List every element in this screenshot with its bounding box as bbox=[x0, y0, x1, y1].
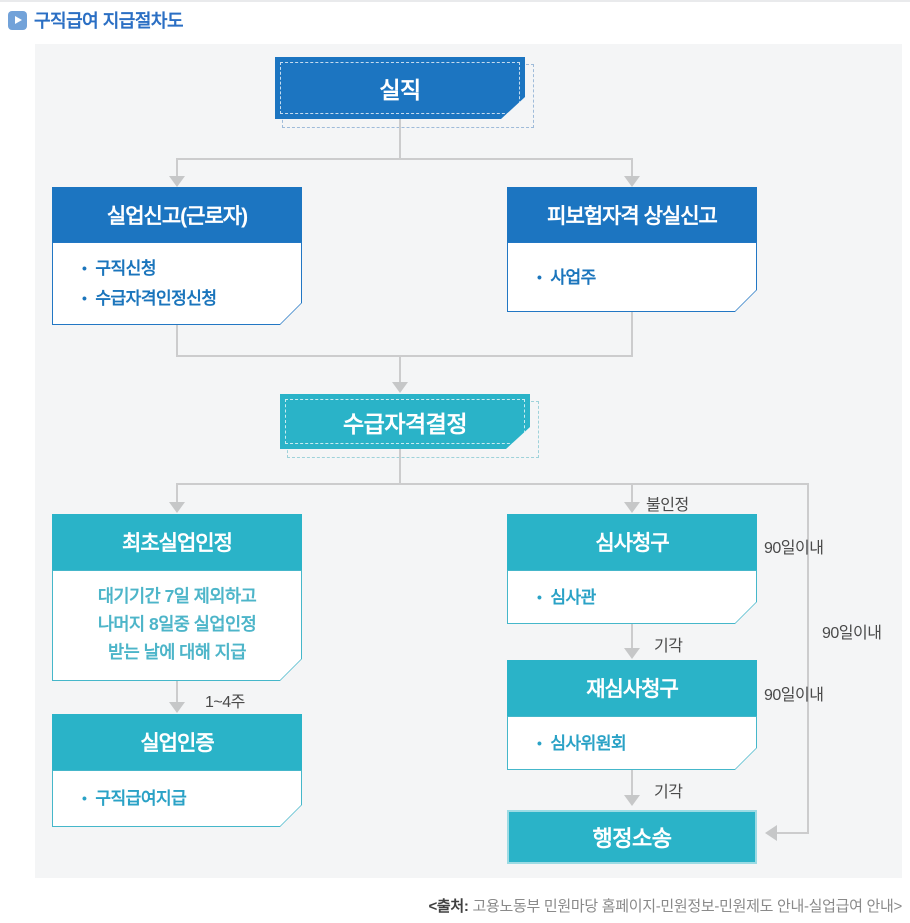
edge-label-gigak1: 기각 bbox=[654, 638, 683, 655]
sugup-inner-dash bbox=[285, 399, 525, 444]
node-jaesimsa: 재심사청구 심사위원회 bbox=[507, 660, 757, 770]
arrow-down-icon bbox=[624, 176, 640, 187]
node-haengjung-label: 행정소송 bbox=[592, 826, 672, 851]
arrow-down-icon bbox=[392, 382, 408, 393]
node-simsa-body: 심사관 bbox=[507, 570, 757, 624]
page-title: 구직급여 지급절차도 bbox=[34, 11, 184, 31]
play-badge-icon bbox=[8, 10, 27, 30]
list-item: 구직급여지급 bbox=[82, 785, 302, 812]
node-choicho-title: 최초실업인정 bbox=[52, 514, 302, 570]
list-item: 수급자격인정신청 bbox=[82, 285, 302, 312]
list-item: 구직신청 bbox=[82, 255, 302, 282]
node-sugup: 수급자격결정 bbox=[280, 394, 530, 449]
node-choicho: 최초실업인정 대기기간 7일 제외하고 나머지 8일중 실업인정 받는 날에 대… bbox=[52, 514, 302, 681]
connector-line bbox=[631, 158, 633, 178]
connector-line bbox=[807, 483, 809, 834]
node-pibohum-body: 사업주 bbox=[507, 242, 757, 312]
edge-label-ninety1: 90일이내 bbox=[764, 540, 824, 557]
node-silup-singo-title: 실업신고(근로자) bbox=[52, 187, 302, 242]
source-caption-prefix: <출처: bbox=[428, 898, 469, 915]
node-siljik-label: 실직 bbox=[379, 77, 421, 103]
edge-label-bulinjeong: 불인정 bbox=[646, 497, 689, 514]
arrow-left-icon bbox=[765, 825, 777, 841]
body-text-line: 대기기간 7일 제외하고 bbox=[97, 586, 257, 606]
list-item: 사업주 bbox=[537, 264, 757, 291]
edge-label-weeks: 1~4주 bbox=[205, 694, 245, 711]
connector-line bbox=[176, 483, 809, 485]
section-header: 구직급여 지급절차도 bbox=[8, 7, 184, 33]
arrow-down-icon bbox=[169, 176, 185, 187]
connector-line bbox=[399, 355, 401, 383]
connector-line bbox=[631, 483, 633, 503]
connector-line bbox=[399, 449, 401, 485]
arrow-down-icon bbox=[169, 702, 185, 713]
edge-label-gigak2: 기각 bbox=[654, 784, 683, 801]
node-jaesimsa-title: 재심사청구 bbox=[507, 660, 757, 716]
list-item: 심사관 bbox=[537, 584, 757, 611]
connector-line bbox=[631, 312, 633, 357]
arrow-down-icon bbox=[169, 502, 185, 513]
edge-label-ninety2: 90일이내 bbox=[822, 625, 882, 642]
connector-line bbox=[176, 355, 633, 357]
connector-line bbox=[631, 770, 633, 796]
node-choicho-body: 대기기간 7일 제외하고 나머지 8일중 실업인정 받는 날에 대해 지급 bbox=[52, 570, 302, 681]
node-pibohum-title: 피보험자격 상실신고 bbox=[507, 187, 757, 242]
node-jaesimsa-body: 심사위원회 bbox=[507, 716, 757, 770]
edge-label-ninety3: 90일이내 bbox=[764, 687, 824, 704]
arrow-down-icon bbox=[624, 795, 640, 806]
connector-line bbox=[176, 483, 178, 503]
node-silup-injeung-title: 실업인증 bbox=[52, 714, 302, 770]
node-haengjung: 행정소송 bbox=[507, 810, 757, 864]
node-simsa: 심사청구 심사관 bbox=[507, 514, 757, 624]
node-silup-injeung-body: 구직급여지급 bbox=[52, 770, 302, 827]
node-pibohum: 피보험자격 상실신고 사업주 bbox=[507, 187, 757, 312]
node-sugup-label: 수급자격결정 bbox=[343, 410, 467, 437]
connector-line bbox=[176, 325, 178, 357]
arrow-down-icon bbox=[624, 648, 640, 659]
node-simsa-title: 심사청구 bbox=[507, 514, 757, 570]
connector-line bbox=[176, 158, 633, 160]
arrow-down-icon bbox=[624, 502, 640, 513]
body-fill bbox=[53, 571, 301, 680]
node-silup-singo-body: 구직신청 수급자격인정신청 bbox=[52, 242, 302, 325]
list-item: 심사위원회 bbox=[537, 730, 757, 757]
connector-line bbox=[777, 832, 809, 834]
node-silup-singo: 실업신고(근로자) 구직신청 수급자격인정신청 bbox=[52, 187, 302, 325]
siljik-inner-dash bbox=[280, 62, 520, 114]
node-silup-injeung: 실업인증 구직급여지급 bbox=[52, 714, 302, 827]
connector-line bbox=[176, 158, 178, 178]
connector-line bbox=[631, 624, 633, 649]
body-text-line: 받는 날에 대해 지급 bbox=[108, 642, 246, 662]
source-caption: <출처: 고용노동부 민원마당 홈페이지-민원정보-민원제도 안내-실업급여 안… bbox=[428, 895, 902, 916]
node-siljik: 실직 bbox=[275, 57, 525, 119]
body-text-line: 나머지 8일중 실업인정 bbox=[97, 614, 257, 634]
source-caption-text: 고용노동부 민원마당 홈페이지-민원정보-민원제도 안내-실업급여 안내> bbox=[472, 898, 902, 915]
connector-line bbox=[176, 681, 178, 704]
connector-line bbox=[399, 119, 401, 159]
